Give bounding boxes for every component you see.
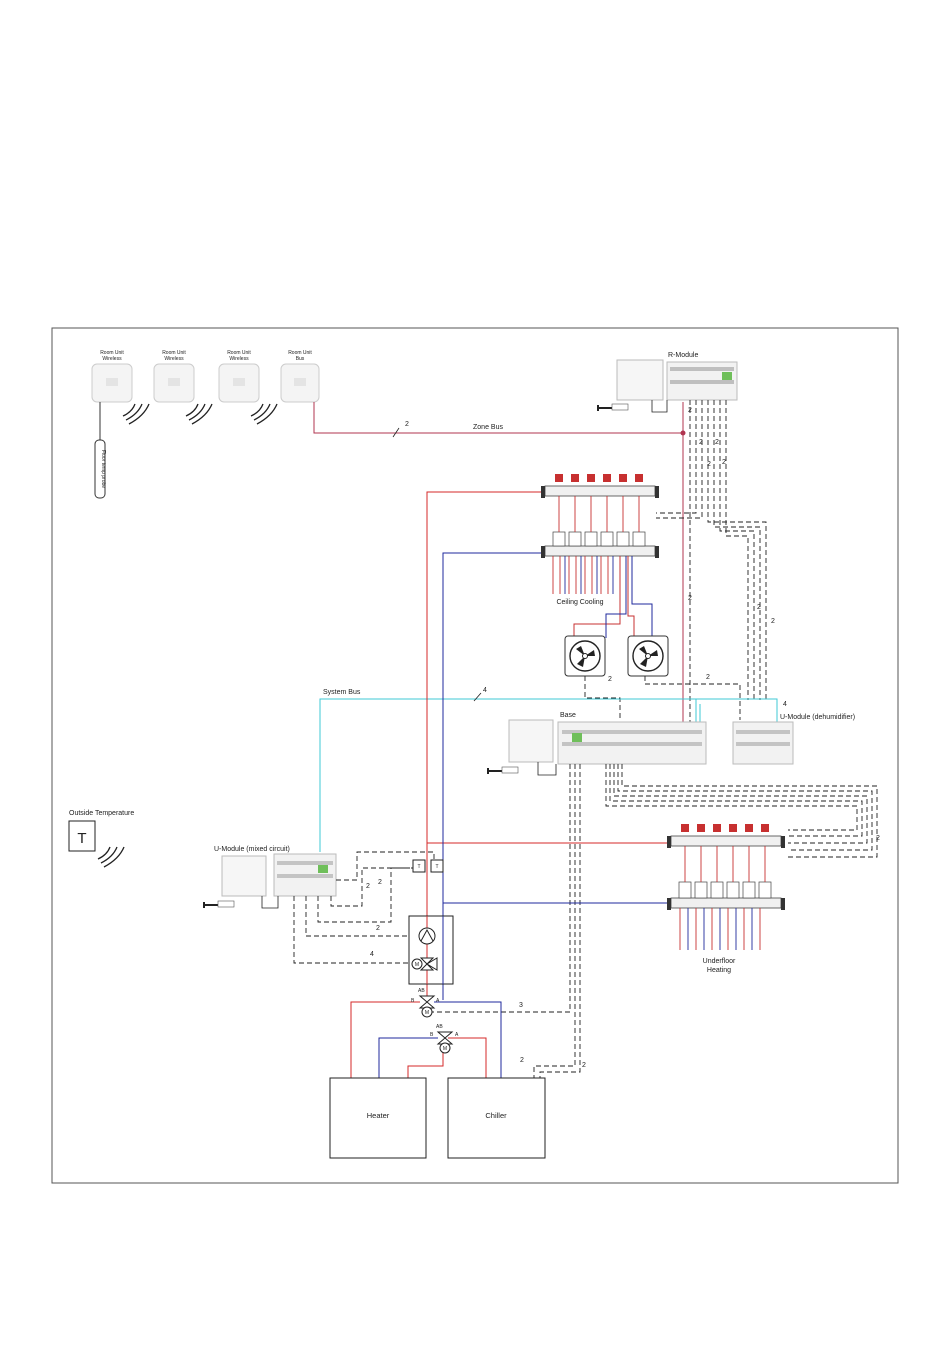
valve-lower-b: B: [430, 1032, 434, 1038]
r-cable-number-1: 2: [688, 407, 692, 414]
room-unit-3-label-1: Room Unit: [227, 350, 251, 356]
outside-temperature-symbol: T: [77, 830, 86, 847]
ufh-cable-number: 2: [876, 835, 880, 842]
ceiling-cooling-manifold: Ceiling Cooling: [541, 474, 659, 606]
mixed-cable-number-3: 2: [376, 925, 380, 932]
room-unit-1-label-1: Room Unit: [100, 350, 124, 356]
wireless-signal-icon: [97, 846, 125, 868]
mixing-valve-icon: [419, 957, 438, 971]
r-cable-number-5: 2: [722, 459, 726, 466]
return-temp-sensor: T: [430, 859, 444, 873]
motor-icon: [411, 958, 423, 970]
wireless-signal-icon: [250, 403, 278, 425]
fan-cable-number-2: 2: [706, 674, 710, 681]
room-unit-wireless-1: Room Unit Wireless: [91, 350, 150, 425]
zone-bus-cable-number: 2: [405, 421, 409, 428]
r-to-base-cable-number: 2: [688, 595, 692, 602]
fan-cable-number-1: 2: [608, 676, 612, 683]
room-unit-bus: Room Unit Bus: [280, 350, 320, 403]
cold-return-pipes: [378, 552, 667, 1078]
mixed-cable-number-2: 2: [378, 879, 382, 886]
room-unit-2-label-1: Room Unit: [162, 350, 186, 356]
valve-upper-ab: AB: [418, 988, 425, 994]
motor-icon: [421, 1006, 433, 1018]
fan-coil-pipes: [573, 556, 653, 638]
dehum-cable-number-2: 2: [771, 618, 775, 625]
chiller-label: Chiller: [485, 1111, 507, 1120]
diverting-valve-upper: AB B A M: [411, 988, 440, 1018]
system-bus-label: System Bus: [323, 689, 361, 696]
motor-label-1: M: [415, 962, 419, 968]
base-to-ufh-cables: [605, 764, 878, 858]
outside-temperature-sensor: Outside Temperature T: [68, 810, 134, 868]
floor-probe-label: Floor temp probe: [100, 450, 106, 488]
r-module: R-Module: [597, 352, 738, 413]
room-unit-4-label-1: Room Unit: [288, 350, 312, 356]
heater: Heater: [329, 1077, 427, 1159]
fan-cables: [584, 676, 741, 720]
valve-upper-a: A: [436, 998, 440, 1004]
motor-label-2: M: [425, 1010, 429, 1016]
power-plug-icon: [203, 902, 218, 908]
ceiling-cooling-label: Ceiling Cooling: [556, 599, 603, 606]
room-unit-4-label-2: Bus: [296, 356, 305, 362]
motor-label-3: M: [443, 1046, 447, 1052]
heater-label: Heater: [367, 1111, 390, 1120]
r-module-label: R-Module: [668, 352, 698, 359]
supply-temp-sensor: T: [412, 859, 426, 873]
wireless-signal-icon: [185, 403, 213, 425]
room-unit-2-label-2: Wireless: [164, 356, 184, 362]
sensor-t-label-2: T: [435, 864, 438, 870]
u-module-dehum-label: U-Module (dehumidifier): [780, 714, 855, 721]
valve-lower-ab: AB: [436, 1024, 443, 1030]
r-cable-number-3: 2: [715, 439, 719, 446]
pump-icon: [418, 927, 436, 945]
mixed-circuit-cables: [293, 851, 435, 964]
underfloor-label-2: Heating: [707, 967, 731, 974]
zone-bus: Zone Bus 2: [313, 402, 686, 740]
mixed-cable-number-1: 2: [366, 883, 370, 890]
power-plug-icon: [597, 405, 612, 411]
sensor-t-label-1: T: [417, 864, 420, 870]
fan-coil-unit-1: [564, 635, 606, 677]
valve-cable-number: 3: [519, 1002, 523, 1009]
dehum-bus-cable-number: 4: [783, 701, 787, 708]
room-unit-wireless-2: Room Unit Wireless: [153, 350, 213, 425]
power-plug-icon: [487, 768, 502, 774]
room-unit-1-label-2: Wireless: [102, 356, 122, 362]
base-to-plant-cables: [431, 764, 581, 1078]
zone-bus-label: Zone Bus: [473, 424, 503, 431]
valve-upper-b: B: [411, 998, 415, 1004]
u-module-dehumidifier: U-Module (dehumidifier): [732, 714, 855, 765]
base-label: Base: [560, 712, 576, 719]
underfloor-label-1: Underfloor: [703, 958, 736, 965]
u-module-mixed-circuit: U-Module (mixed circuit): [203, 846, 337, 909]
base-controller: Base: [487, 712, 707, 776]
wireless-signal-icon: [122, 403, 150, 425]
floor-temp-probe: Floor temp probe: [94, 402, 106, 499]
system-bus-cable-number: 4: [483, 687, 487, 694]
diverting-valve-lower: AB B A M: [430, 1024, 459, 1054]
hot-supply-pipes: [350, 491, 667, 1078]
room-unit-wireless-3: Room Unit Wireless: [218, 350, 278, 425]
dehum-cable-number-1: 2: [757, 604, 761, 611]
chiller-cable-number-2: 2: [582, 1062, 586, 1069]
underfloor-heating-manifold: Underfloor Heating: [667, 824, 785, 974]
room-unit-3-label-2: Wireless: [229, 356, 249, 362]
chiller: Chiller: [447, 1077, 546, 1159]
mixed-cable-number-4: 4: [370, 951, 374, 958]
r-module-cables: [656, 400, 767, 740]
r-cable-number-4: 2: [707, 461, 711, 468]
pump-mixing-group: M: [408, 915, 454, 985]
outside-temperature-label: Outside Temperature: [69, 810, 134, 817]
fan-coil-unit-2: [627, 635, 669, 677]
chiller-cable-number-1: 2: [520, 1057, 524, 1064]
valve-lower-a: A: [455, 1032, 459, 1038]
r-cable-number-2: 2: [699, 439, 703, 446]
diagram-frame: [51, 327, 899, 1184]
motor-icon: [439, 1042, 451, 1054]
u-module-mixed-label: U-Module (mixed circuit): [214, 846, 290, 853]
